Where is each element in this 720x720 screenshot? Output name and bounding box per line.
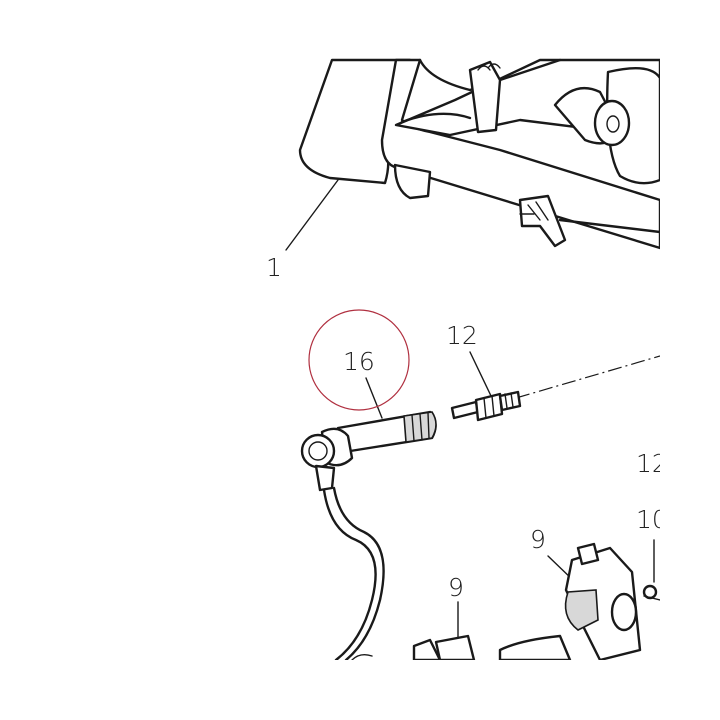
highlight-circle [308,309,410,411]
callout-16: 16 [343,347,375,376]
callout-9-lower: 9 [448,573,464,602]
frame-assembly [298,58,660,250]
axis-line [515,355,660,399]
leader-line-1 [285,179,339,251]
callout-9-upper: 9 [530,525,546,554]
callout-12-upper: 12 [446,321,478,350]
ignition-coil-right [498,542,660,660]
leader-line-12a [469,351,493,399]
spark-plug-cap [300,410,437,660]
ignition-coil-left [351,634,476,660]
crop-mask-right [660,0,720,720]
spark-plug [450,390,522,422]
callout-1: 1 [266,253,282,282]
leader-line-16 [365,377,383,419]
